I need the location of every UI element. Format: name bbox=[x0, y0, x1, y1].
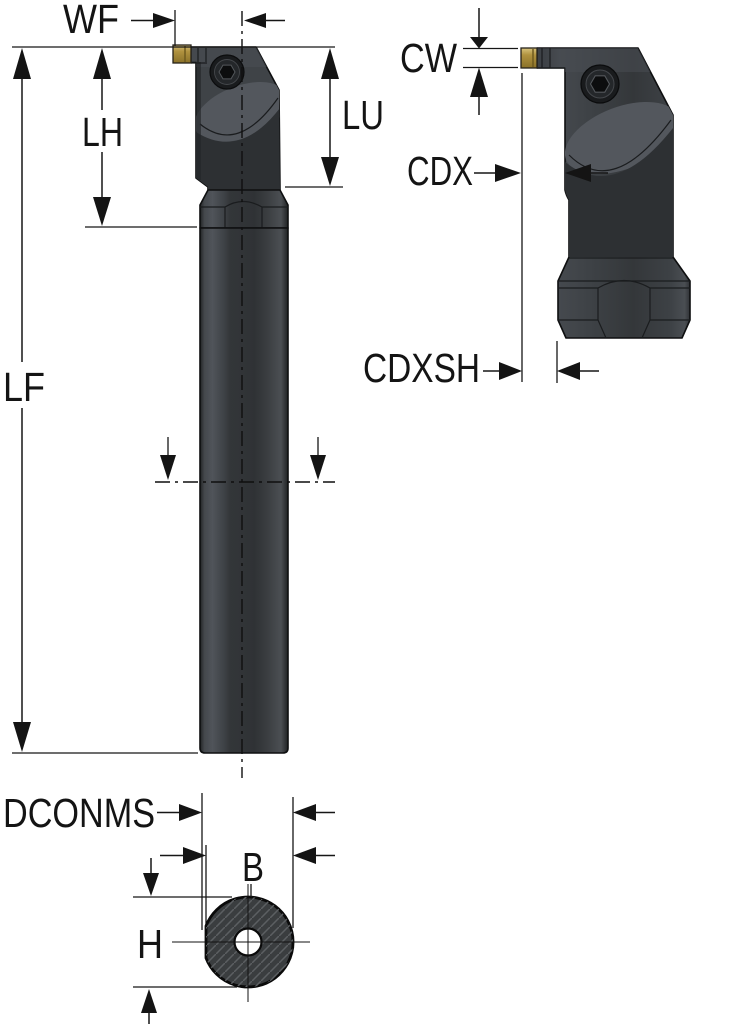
arrowhead bbox=[470, 67, 488, 97]
arrowhead bbox=[160, 455, 176, 480]
arrowhead bbox=[293, 804, 316, 821]
head-lower-shade bbox=[565, 128, 673, 257]
dimension-cdx: CDX bbox=[407, 73, 608, 382]
label-cdxsh: CDXSH bbox=[363, 345, 480, 391]
arrowhead bbox=[141, 989, 157, 1013]
arrowhead bbox=[470, 37, 488, 49]
label-dconms: DCONMS bbox=[3, 790, 155, 836]
arrowhead bbox=[179, 804, 202, 821]
arrowhead bbox=[143, 873, 159, 896]
section-plane-indicator bbox=[155, 437, 335, 483]
dimension-cw: CW bbox=[400, 8, 518, 115]
arrowhead bbox=[565, 164, 591, 182]
arrowhead bbox=[13, 722, 31, 752]
label-lh: LH bbox=[82, 109, 123, 155]
label-lf: LF bbox=[3, 364, 45, 410]
shank-cross-section bbox=[172, 793, 310, 1002]
label-h: H bbox=[137, 921, 163, 967]
arrowhead bbox=[244, 13, 266, 28]
dimension-lf: LF bbox=[3, 48, 198, 754]
label-b: B bbox=[242, 844, 264, 890]
dimension-wf: WF bbox=[63, 0, 285, 46]
collar-detail bbox=[200, 200, 288, 228]
arrowhead bbox=[557, 362, 580, 380]
clamp-face-arc bbox=[568, 119, 672, 172]
side-view-tool bbox=[172, 11, 289, 778]
tool-shank bbox=[199, 227, 289, 754]
arrowhead bbox=[499, 362, 522, 380]
arrowhead bbox=[153, 13, 175, 28]
label-wf: WF bbox=[63, 0, 119, 42]
arrowhead bbox=[321, 48, 339, 79]
head-lower-shade bbox=[196, 108, 280, 190]
arrowhead bbox=[495, 164, 521, 182]
arrowhead bbox=[93, 48, 111, 79]
insert-seat-lines bbox=[191, 48, 207, 64]
head-front-shade bbox=[196, 62, 201, 180]
dimension-cdxsh: CDXSH bbox=[363, 341, 599, 391]
clamp-screw bbox=[209, 54, 245, 90]
cutting-insert bbox=[520, 47, 538, 69]
dimension-lh: LH bbox=[82, 48, 197, 228]
detail-view-tool bbox=[520, 47, 691, 339]
arrowhead bbox=[310, 455, 326, 480]
cutting-insert bbox=[172, 44, 192, 64]
label-cw: CW bbox=[400, 35, 457, 81]
dimension-b: B bbox=[160, 844, 335, 897]
label-cdx: CDX bbox=[407, 148, 473, 194]
dimension-dconms: DCONMS bbox=[3, 790, 335, 836]
label-lu: LU bbox=[342, 92, 384, 138]
dimension-h: H bbox=[133, 858, 237, 1024]
collar-detail bbox=[558, 279, 690, 339]
insert-seat-lines bbox=[537, 48, 565, 69]
arrowhead bbox=[93, 197, 111, 226]
arrowhead bbox=[293, 847, 316, 864]
tool-collar bbox=[199, 189, 289, 229]
arrowhead bbox=[321, 157, 339, 186]
dimension-lu: LU bbox=[285, 48, 384, 188]
clamp-screw bbox=[580, 64, 620, 104]
clamp-face-arc bbox=[199, 97, 279, 136]
arrowhead bbox=[183, 847, 206, 864]
arrowhead bbox=[13, 48, 31, 79]
